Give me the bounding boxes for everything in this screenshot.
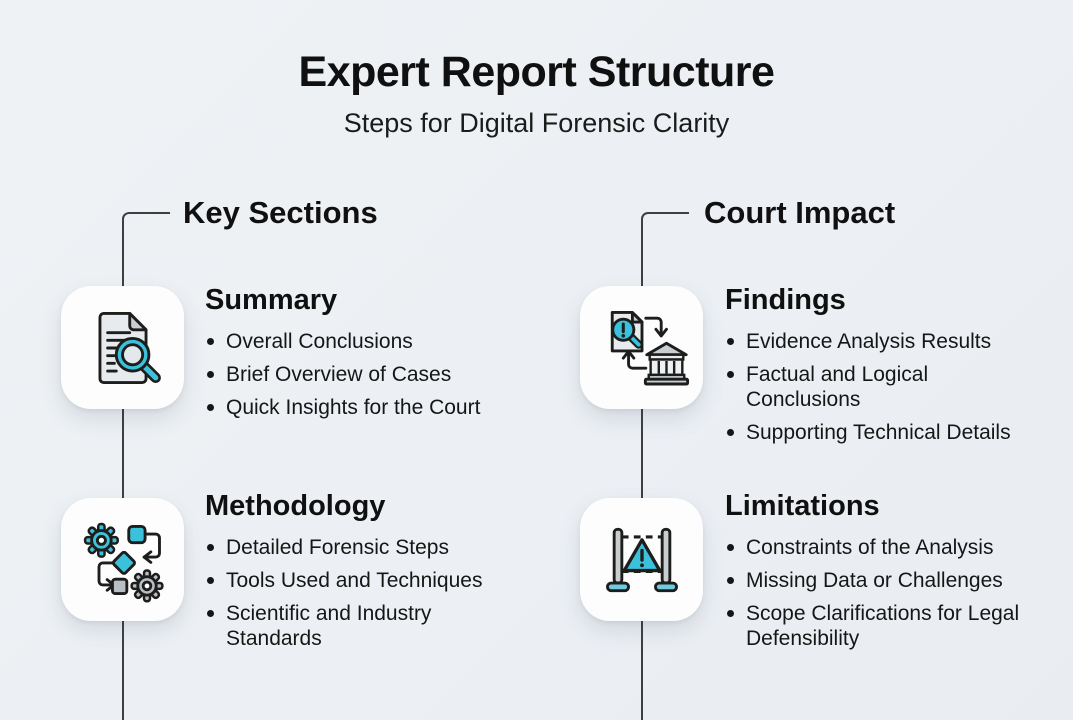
bullet-item: Factual and Logical Conclusions	[727, 362, 1020, 412]
bullet-item: Missing Data or Challenges	[727, 568, 1020, 593]
methodology-icon-card	[61, 498, 184, 621]
section-methodology: Methodology Detailed Forensic Steps Tool…	[205, 488, 487, 659]
section-findings: Findings Evidence Analysis Results Factu…	[725, 282, 1020, 453]
findings-icon-card	[580, 286, 703, 409]
section-heading-summary: Summary	[205, 284, 338, 316]
page-title: Expert Report Structure	[298, 48, 775, 96]
findings-bullet-list: Evidence Analysis Results Factual and Lo…	[725, 329, 1020, 445]
column-header-key-sections: Key Sections	[183, 195, 378, 230]
bullet-item: Scope Clarifications for Legal Defensibi…	[727, 602, 1020, 650]
bullet-item: Constraints of the Analysis	[727, 535, 1020, 560]
limitations-icon-card	[580, 498, 703, 621]
barrier-warning-icon	[605, 527, 678, 592]
bullet-item: Brief Overview of Cases	[207, 362, 487, 387]
section-limitations: Limitations Constraints of the Analysis …	[725, 488, 1020, 659]
column-header-court-impact: Court Impact	[704, 195, 896, 230]
bullet-item: Overall Conclusions	[207, 329, 487, 354]
methodology-bullet-list: Detailed Forensic Steps Tools Used and T…	[205, 535, 487, 651]
summary-icon-card	[61, 286, 184, 409]
page-subtitle: Steps for Digital Forensic Clarity	[343, 108, 730, 138]
section-heading-methodology: Methodology	[205, 490, 386, 522]
bullet-item: Tools Used and Techniques	[207, 568, 487, 593]
summary-bullet-list: Overall Conclusions Brief Overview of Ca…	[205, 329, 487, 420]
evidence-court-icon	[610, 310, 689, 385]
right-column-connector-line	[641, 212, 689, 720]
left-column-connector-line	[122, 212, 170, 720]
process-gears-icon	[83, 522, 164, 603]
section-heading-findings: Findings	[725, 284, 846, 316]
limitations-bullet-list: Constraints of the Analysis Missing Data…	[725, 535, 1020, 651]
bullet-item: Evidence Analysis Results	[727, 329, 1020, 354]
bullet-item: Scientific and Industry Standards	[207, 601, 487, 651]
section-heading-limitations: Limitations	[725, 490, 880, 522]
document-search-icon	[98, 311, 161, 384]
bullet-item: Quick Insights for the Court	[207, 395, 487, 420]
bullet-item: Detailed Forensic Steps	[207, 535, 487, 560]
section-summary: Summary Overall Conclusions Brief Overvi…	[205, 282, 487, 428]
bullet-item: Supporting Technical Details	[727, 420, 1020, 445]
